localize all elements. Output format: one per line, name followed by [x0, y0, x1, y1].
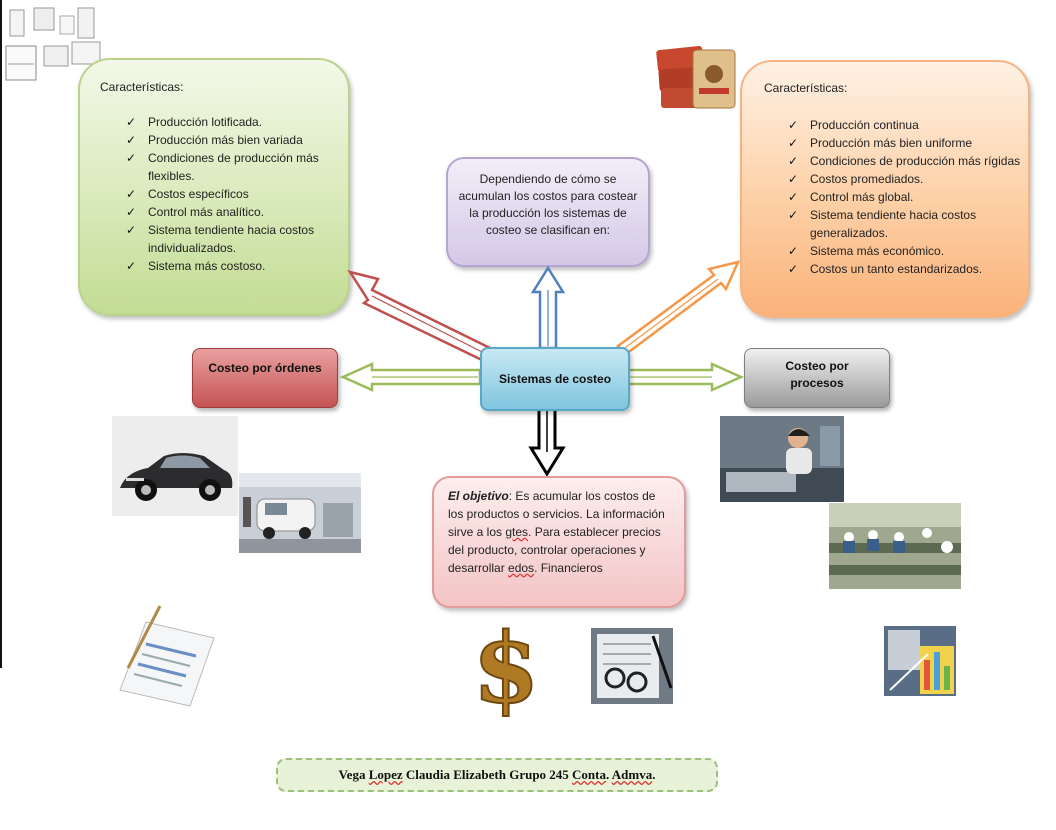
orders-characteristics-box: Características: Producción lotificada. …: [78, 58, 350, 316]
objective-text: El objetivo: Es acumular los costos de l…: [448, 487, 674, 577]
list-item: Producción lotificada.: [126, 113, 340, 131]
list-item: Producción más bien uniforme: [788, 134, 1024, 152]
author-conta: Conta: [572, 767, 606, 782]
arrow-to-objective-box: [528, 405, 566, 477]
processes-node-label: Costeo por procesos: [785, 359, 849, 390]
author-text-part: .: [606, 767, 612, 782]
list-item: Producción continua: [788, 116, 1024, 134]
left-edge-line: [0, 0, 2, 668]
classification-box: Dependiendo de cómo se acumulan los cost…: [446, 157, 650, 267]
objective-text-part: : Es acumular los costos de los producto…: [448, 489, 665, 539]
list-item: Sistema más económico.: [788, 242, 1024, 260]
list-item: Condiciones de producción más rígidas: [788, 152, 1024, 170]
author-banner: Vega Lopez Claudia Elizabeth Grupo 245 C…: [276, 758, 718, 792]
cement-bags-image: [656, 45, 736, 109]
characteristics-title: Características:: [764, 81, 848, 95]
car-factory-image: [239, 473, 361, 553]
author-text-part: Claudia Elizabeth Grupo 245: [402, 767, 573, 782]
list-item: Condiciones de producción más flexibles.: [126, 149, 340, 185]
list-item: Sistema tendiente hacia costos individua…: [126, 221, 340, 257]
characteristics-title: Características:: [100, 80, 184, 94]
arrow-to-orders-node: [339, 362, 482, 392]
objective-text-part: . Financieros: [534, 561, 603, 575]
objective-box: El objetivo: Es acumular los costos de l…: [432, 476, 686, 608]
financial-report-image: [591, 628, 673, 704]
svg-text:$: $: [473, 618, 540, 718]
calculator-charts-image: [884, 626, 956, 696]
objective-lead: El objetivo: [448, 489, 509, 503]
textile-worker-image: [720, 416, 844, 502]
author-text: Vega Lopez Claudia Elizabeth Grupo 245 C…: [338, 767, 655, 783]
arrow-to-processes-box: [616, 260, 741, 356]
author-text-part: Vega: [338, 767, 369, 782]
list-item: Sistema tendiente hacia costos generaliz…: [788, 206, 1024, 242]
author-lopez: Lopez: [368, 767, 403, 782]
objective-gtes: gtes: [505, 525, 529, 539]
objective-text-part: . Para establecer precios del producto, …: [448, 525, 661, 575]
processes-characteristics-list: Producción continua Producción más bien …: [788, 116, 1024, 278]
classification-text: Dependiendo de cómo se acumulan los cost…: [458, 172, 638, 237]
document-pen-image: [119, 605, 215, 707]
orders-characteristics-list: Producción lotificada. Producción más bi…: [126, 113, 340, 275]
list-item: Costos un tanto estandarizados.: [788, 260, 1024, 278]
processes-characteristics-box: Características: Producción continua Pro…: [740, 60, 1030, 318]
costeo-por-ordenes-node: Costeo por órdenes: [192, 348, 338, 408]
list-item: Producción más bien variada: [126, 131, 340, 149]
car-image: [112, 416, 238, 516]
furniture-image: [5, 7, 101, 81]
author-admva: Admva: [611, 767, 653, 782]
list-item: Control más analítico.: [126, 203, 340, 221]
sistemas-de-costeo-node: Sistemas de costeo: [480, 347, 630, 411]
list-item: Costos promediados.: [788, 170, 1024, 188]
list-item: Control más global.: [788, 188, 1024, 206]
arrow-to-classification-box: [530, 265, 566, 350]
assembly-line-image: [829, 503, 961, 589]
arrow-to-orders-box: [347, 270, 492, 362]
list-item: Sistema más costoso.: [126, 257, 340, 275]
author-text-part: .: [652, 767, 656, 782]
dollar-sign-image: $: [472, 618, 541, 718]
arrow-to-processes-node: [624, 362, 745, 392]
costeo-por-procesos-node: Costeo por procesos: [744, 348, 890, 408]
list-item: Costos específicos: [126, 185, 340, 203]
objective-edos: edos: [508, 561, 535, 575]
